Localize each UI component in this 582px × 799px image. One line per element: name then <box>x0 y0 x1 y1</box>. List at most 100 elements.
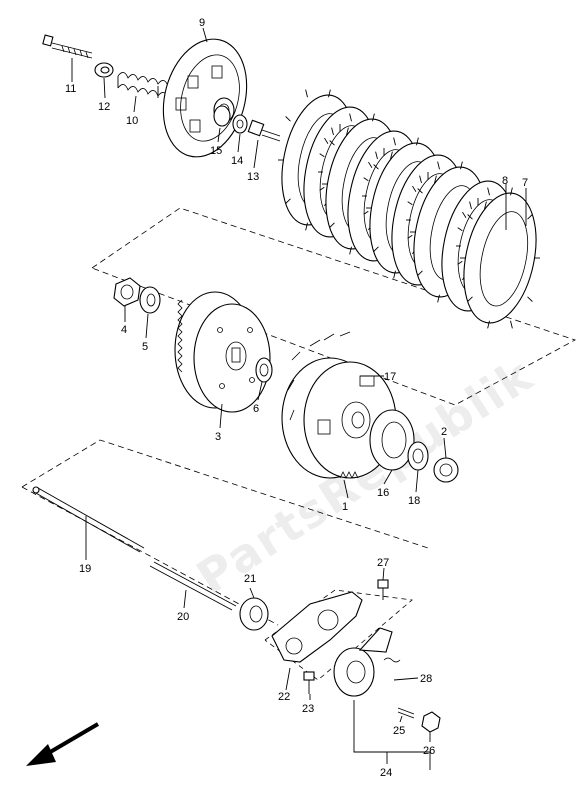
callout-25: 25 <box>393 725 405 737</box>
callout-20: 20 <box>177 611 189 623</box>
lock-washer-part <box>139 286 161 314</box>
stud-25-part <box>397 707 415 719</box>
plate-tooth <box>484 201 487 210</box>
plate-tooth <box>467 214 473 220</box>
plate-tooth <box>510 320 513 329</box>
callout-28: 28 <box>420 673 432 685</box>
bolt-part <box>42 34 93 59</box>
screw-23-part <box>303 671 315 694</box>
plate-tooth <box>372 113 375 122</box>
callout-13: 13 <box>247 171 259 183</box>
plate-tooth <box>328 89 331 98</box>
callout-2: 2 <box>441 426 447 438</box>
plate-tooth <box>373 246 379 252</box>
plate-group-outline <box>91 207 577 406</box>
callout-18: 18 <box>408 495 420 507</box>
washer-2-part <box>433 457 459 483</box>
callout-9: 9 <box>199 17 205 29</box>
push-piece-part <box>247 119 281 142</box>
plate-tooth <box>419 175 422 184</box>
gasket-part <box>271 591 363 663</box>
plate-tooth <box>373 164 379 170</box>
plate-tooth <box>393 137 396 146</box>
callout-22: 22 <box>278 691 290 703</box>
plate-tooth <box>346 127 349 136</box>
shaft-group-outline <box>21 439 429 626</box>
plate-tooth <box>319 186 325 191</box>
plate-tooth <box>469 201 472 210</box>
plate-tooth <box>417 270 423 276</box>
callout-11: 11 <box>65 83 76 95</box>
washer-part <box>94 62 114 78</box>
callout-5: 5 <box>142 341 148 353</box>
bearing-part <box>213 105 231 127</box>
plate-tooth <box>368 161 373 168</box>
nut-26-part <box>421 711 441 733</box>
plate-tooth <box>462 211 467 218</box>
callout-16: 16 <box>377 487 389 499</box>
clutch-hub-part <box>174 291 271 413</box>
plate-tooth <box>487 187 490 196</box>
plate-tooth <box>390 151 393 160</box>
ring-part <box>232 114 248 134</box>
plate-tooth <box>349 246 352 255</box>
callout-21: 21 <box>244 573 256 585</box>
callout-7: 7 <box>522 177 528 189</box>
plate-tooth <box>349 113 352 122</box>
callout-19: 19 <box>79 563 91 575</box>
plate-tooth <box>363 210 369 215</box>
callout-8: 8 <box>502 175 508 187</box>
callout-1: 1 <box>342 501 348 513</box>
plate-tooth <box>437 294 440 303</box>
clutch-housing-part <box>281 331 397 479</box>
callout-15: 15 <box>210 145 222 157</box>
plate-tooth <box>331 127 334 136</box>
plate-tooth <box>305 222 308 231</box>
pressure-plate-part <box>162 38 248 158</box>
release-body-part <box>333 627 401 697</box>
plate-tooth <box>412 185 417 192</box>
plate-tooth <box>319 153 325 158</box>
push-rod-short-part <box>149 561 237 611</box>
plate-tooth <box>393 270 396 279</box>
thrust-washer-part <box>255 357 273 383</box>
callout-4: 4 <box>121 324 127 336</box>
plate-tooth <box>437 161 440 170</box>
callout-10: 10 <box>126 115 138 127</box>
callout-14: 14 <box>231 155 243 167</box>
plate-tooth <box>434 175 437 184</box>
plate-tooth <box>510 187 513 196</box>
plate-tooth <box>305 89 308 98</box>
plate-tooth <box>457 260 463 265</box>
plate-tooth <box>460 161 463 170</box>
callout-labels: 1 2 3 4 5 6 7 8 9 10 11 12 13 14 15 16 1… <box>65 17 528 779</box>
plate-tooth <box>285 116 291 122</box>
plate-tooth <box>329 140 335 146</box>
leader-lines <box>71 27 527 770</box>
plate-tooth <box>363 177 369 182</box>
clutch-plate-stack <box>278 89 540 329</box>
plate-tooth <box>329 222 335 228</box>
plate-tooth <box>324 137 329 144</box>
plate-tooth <box>417 188 423 194</box>
primary-gear-part <box>369 409 415 471</box>
callout-27: 27 <box>377 557 389 569</box>
callout-17: 17 <box>384 371 396 383</box>
spring-part <box>117 72 169 99</box>
callout-3: 3 <box>215 431 221 443</box>
plate-tooth <box>375 151 378 160</box>
plate-tooth <box>407 201 413 206</box>
spacer-part <box>407 441 429 471</box>
callout-23: 23 <box>302 703 314 715</box>
push-rod-long-part <box>32 486 145 553</box>
nut-part <box>113 277 141 307</box>
callout-24: 24 <box>380 767 392 779</box>
plate-tooth <box>487 320 490 329</box>
callout-12: 12 <box>98 101 110 113</box>
plate-tooth <box>407 234 413 239</box>
plate-tooth <box>416 137 419 146</box>
plate-tooth <box>457 227 463 232</box>
callout-26: 26 <box>423 745 435 757</box>
plate-tooth <box>527 296 533 302</box>
